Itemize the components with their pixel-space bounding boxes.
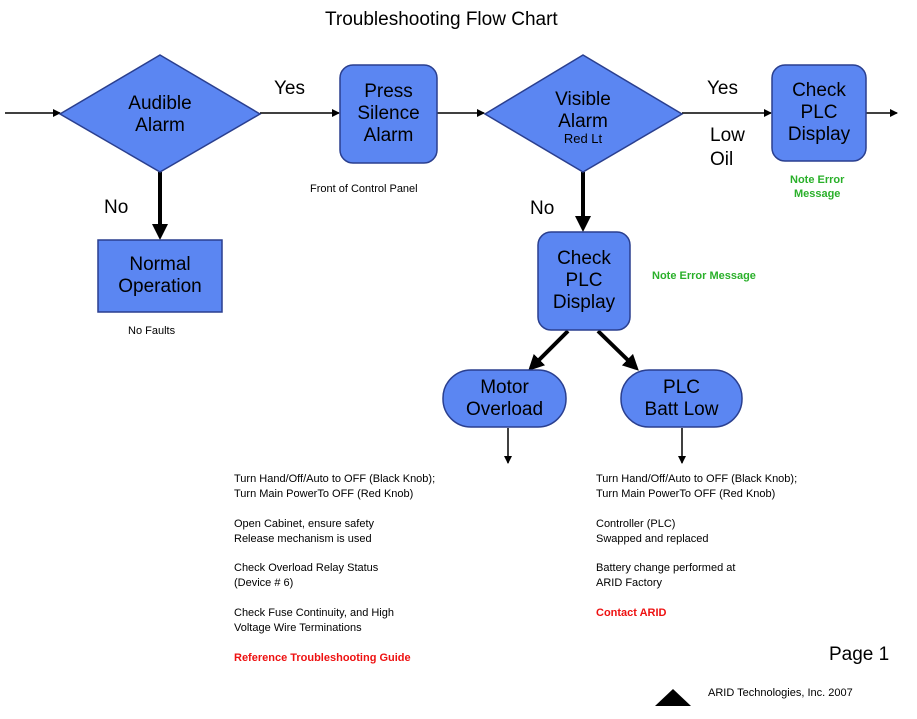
note-front-panel: Front of Control Panel bbox=[310, 183, 418, 195]
plc-batt-low-box bbox=[620, 369, 743, 428]
page-title: Troubleshooting Flow Chart bbox=[325, 9, 558, 30]
edge-label-no-2: No bbox=[530, 198, 555, 219]
check-plc-top-box bbox=[771, 64, 867, 162]
motor-overload-box bbox=[442, 369, 567, 428]
note-error-top: Note Error Message bbox=[790, 174, 845, 201]
page-number: Page 1 bbox=[829, 644, 890, 665]
edge-label-yes-2: Yes bbox=[707, 78, 738, 99]
motor-step-3: Check Overload Relay Status(Device # 6) bbox=[234, 562, 379, 590]
note-error-mid: Note Error Message bbox=[652, 270, 756, 282]
press-silence-box bbox=[339, 64, 438, 164]
motor-steps: Turn Hand/Off/Auto to OFF (Black Knob);T… bbox=[234, 472, 435, 681]
motor-reference: Reference Troubleshooting Guide bbox=[234, 651, 411, 664]
company-credit: ARID Technologies, Inc. 2007 bbox=[708, 687, 853, 699]
visible-alarm-diamond bbox=[483, 54, 684, 173]
batt-steps: Turn Hand/Off/Auto to OFF (Black Knob);T… bbox=[596, 472, 797, 636]
normal-operation-box bbox=[97, 239, 223, 313]
edge-checkplc-motor bbox=[528, 329, 570, 371]
batt-contact: Contact ARID bbox=[596, 607, 667, 620]
note-no-faults: No Faults bbox=[128, 325, 176, 337]
batt-step-1: Turn Hand/Off/Auto to OFF (Black Knob);T… bbox=[596, 473, 798, 500]
audible-alarm-diamond bbox=[58, 54, 262, 173]
edge-label-low-oil: Low Oil bbox=[710, 125, 745, 170]
check-plc-mid-box bbox=[537, 231, 631, 331]
edge-label-no-1: No bbox=[104, 197, 129, 218]
motor-step-1: Turn Hand/Off/Auto to OFF (Black Knob);T… bbox=[234, 473, 436, 500]
edge-checkplc-batt bbox=[596, 329, 639, 371]
edge-label-yes-1: Yes bbox=[274, 78, 305, 99]
batt-step-2: Controller (PLC)Swapped and replaced bbox=[596, 517, 709, 545]
arid-logo-icon bbox=[655, 689, 691, 706]
